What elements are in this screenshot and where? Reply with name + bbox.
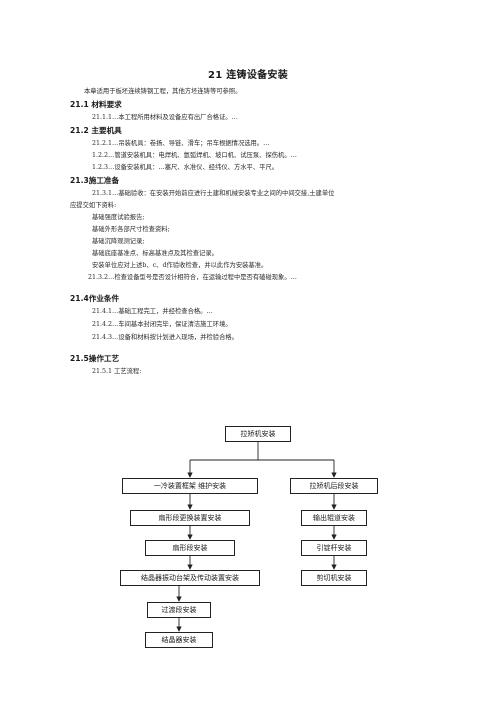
- flow-step-left: 结晶器安装: [145, 632, 213, 648]
- flow-step-left: 结晶器振动台架及传动装置安装: [120, 570, 260, 586]
- flow-step-right: 引锭杆安装: [301, 540, 367, 556]
- flow-step-right: 剪切机安装: [301, 570, 367, 586]
- section-heading: 21.5操作工艺: [70, 354, 120, 363]
- section-line: 1.2.2…管道安装机具：电焊机、氩弧焊机、坡口机、试压泵、探伤机。…: [92, 152, 297, 159]
- section-line: 21.3.2…检查设备型号是否设计相符合，在运输过程中是否有磕碰现象。…: [88, 274, 297, 281]
- flow-step-left: 一冷装置框架 维护安装: [122, 478, 258, 494]
- section-line: 21.4.3…设备和材料按计划进入现场，并检验合格。: [92, 334, 238, 341]
- section-line: 21.4.2…车间基本封闭完毕，保证清洁施工环境。: [92, 321, 232, 328]
- flow-step-right: 拉矫机后段安装: [290, 478, 378, 494]
- chapter-title: 21 连铸设备安装: [207, 70, 289, 81]
- section-heading: 21.1 材料要求: [70, 100, 122, 109]
- intro-text: 本章适用于板坯连续铸钢工程，其他方坯连铸等可参照。: [84, 88, 242, 95]
- flow-step-left: 扇形段更换装置安装: [130, 510, 250, 526]
- section-line: 基础底座基准点、标高基准点及其检查记录。: [92, 250, 218, 257]
- section-line: 应提交如下资料:: [70, 202, 117, 209]
- flow-step-left: 扇形段安装: [145, 540, 235, 556]
- section-line: 21.1.1…本工程所用材料及设备应有出厂合格证。…: [92, 114, 238, 121]
- section-line: 基础强度试验报告;: [92, 214, 145, 221]
- section-heading: 21.3施工准备: [70, 176, 120, 185]
- section-heading: 21.2 主要机具: [70, 126, 122, 135]
- section-line: 基础外形各部尺寸检查资料;: [92, 226, 170, 233]
- section-line: 21.4.1…基础工程完工，并经检查合格。…: [92, 308, 213, 315]
- section-line: 基础沉降观测记录;: [92, 238, 145, 245]
- section-line: 21.5.1 工艺流程:: [92, 368, 142, 375]
- flow-step-right: 输出辊道安装: [301, 510, 367, 526]
- section-line: 21.2.1…吊装机具：卷扬、导链、滑车；吊车根据情况选用。…: [92, 140, 270, 147]
- flow-step-top: 拉矫机安装: [225, 426, 291, 442]
- section-heading: 21.4作业条件: [70, 294, 120, 303]
- flow-step-left: 过渡段安装: [147, 602, 211, 618]
- section-line: 21.3.1…基础验收：在安装开始前应进行土建和机械安装专业之间的中间交接,土建…: [92, 190, 335, 197]
- section-line: 安装单位应对上述b、c、d作验收检查，并以此作为安装基准。: [92, 262, 268, 269]
- section-line: 1.2.3…设备安装机具：…塞尺、水准仪、经纬仪、方水平、平尺。: [92, 164, 279, 171]
